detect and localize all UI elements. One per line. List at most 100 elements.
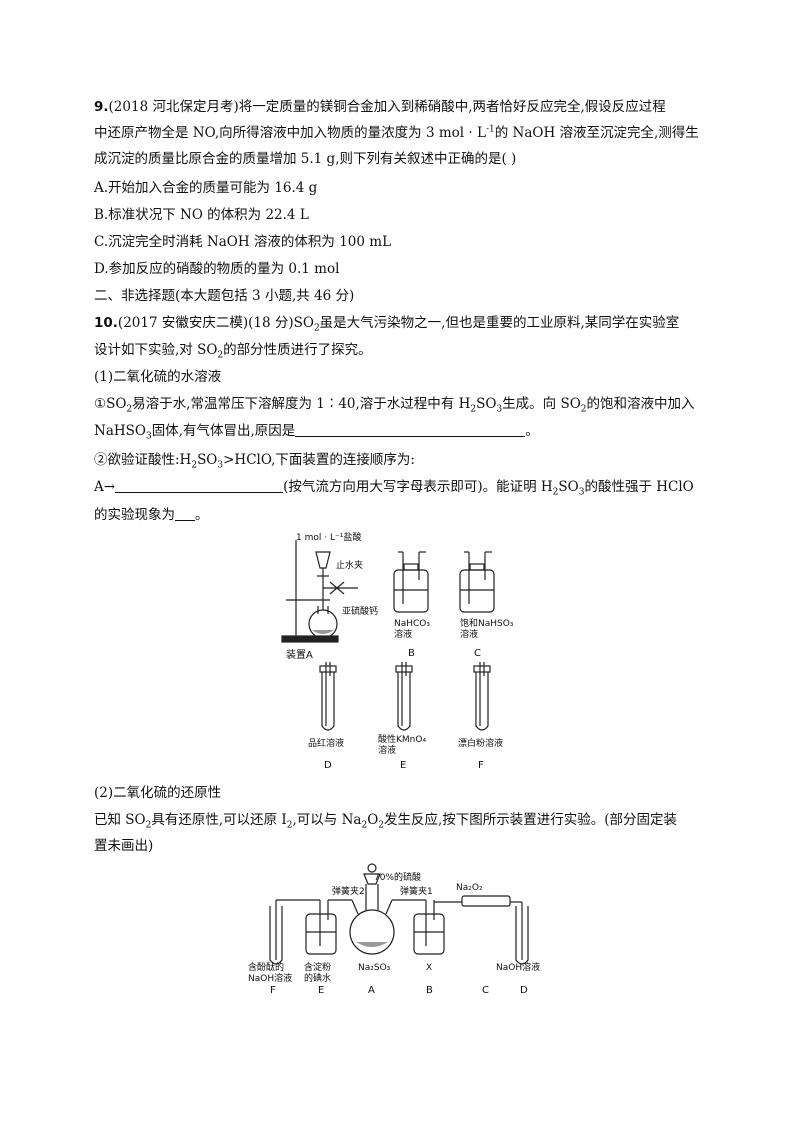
q9-option-b: B.标准状况下 NO 的体积为 22.4 L: [94, 207, 309, 223]
q10-text-2a: 设计如下实验,对 SO: [94, 342, 218, 358]
q10-p2-line-2: A→ (按气流方向用大写字母表示即可)。能证明 H2SO3的酸性强于 HClO: [94, 477, 694, 497]
label-c-2: C: [482, 985, 489, 996]
apparatus-figure-1: 1 mol · L⁻¹盐酸 止水夹 亚硫酸钙 装置A NaHCO₃ 溶液 B 饱…: [281, 531, 514, 771]
s13: 2: [378, 820, 384, 831]
t1: ①SO: [94, 396, 127, 412]
label-e-sol-a: 含淀粉: [304, 961, 331, 973]
q10-p1-line-2: NaHSO3固体,有气体冒出,原因是 。: [94, 421, 539, 441]
label-e-sol2: 溶液: [378, 744, 396, 756]
q9-line-2: 中还原产物全是 NO,向所得溶液中加入物质的量浓度为 3 mol · L-1的 …: [94, 123, 699, 143]
label-e-sol1: 酸性KMnO₄: [378, 733, 426, 745]
label-e: E: [400, 760, 406, 771]
t6: NaHSO: [94, 423, 146, 439]
label-e-2: E: [318, 985, 324, 996]
label-a-2: A: [368, 985, 375, 996]
label-a-sol: Na₂SO₃: [358, 963, 391, 973]
s2: 2: [470, 404, 477, 415]
label-d: D: [324, 760, 332, 771]
t3: SO: [476, 396, 497, 412]
t11: >HClO,下面装置的连接顺序为:: [223, 452, 415, 468]
t19: 具有还原性,可以还原 I: [151, 812, 287, 828]
q9-option-c: C.沉淀完全时消耗 NaOH 溶液的体积为 100 mL: [94, 234, 392, 250]
q10-number: 10.: [94, 315, 118, 331]
q9-text-1: (2018 河北保定月考)将一定质量的镁铜合金加入到稀硝酸中,两者恰好反应完全,…: [108, 99, 666, 115]
t16: 的实验现象为: [94, 507, 175, 523]
s7: 3: [217, 460, 224, 471]
label-f-2: F: [270, 985, 276, 996]
q10-line-1: 10.(2017 安徽安庆二模)(18 分)SO2虽是大气污染物之一,但也是重要…: [94, 313, 679, 333]
q10-text-1b: 虽是大气污染物之一,但也是重要的工业原料,某同学在实验室: [319, 315, 680, 331]
label-na2o2: Na₂O₂: [456, 883, 483, 893]
label-clip-2: 弹簧夹2: [332, 885, 365, 897]
q10-p2-line-3: 的实验现象为 。: [94, 505, 209, 525]
t8: 。: [525, 423, 539, 439]
t12: A→: [94, 479, 116, 495]
q10-sub-1: 2: [313, 323, 320, 334]
label-e-sol-b: 的碘水: [304, 972, 331, 984]
t20: ,可以与 Na: [292, 812, 362, 828]
label-solid: 亚硫酸钙: [342, 605, 378, 617]
t13: (按气流方向用大写字母表示即可)。能证明 H: [283, 479, 553, 495]
t22: 发生反应,按下图所示装置进行实验。(部分固定装: [384, 812, 678, 828]
t9: ②欲验证酸性:H: [94, 452, 192, 468]
t10: SO: [197, 452, 218, 468]
q10-p3-line-1: 已知 SO2具有还原性,可以还原 I2,可以与 Na2O2发生反应,按下图所示装…: [94, 810, 677, 830]
label-acid-2: 70%的硫酸: [374, 871, 421, 883]
q10-line-2: 设计如下实验,对 SO2的部分性质进行了探究。: [94, 340, 372, 360]
q9-option-a: A.开始加入合金的质量可能为 16.4 g: [94, 180, 318, 196]
label-acid: 1 mol · L⁻¹盐酸: [296, 531, 361, 543]
q10-sub-2: 2: [217, 350, 224, 361]
label-c-sol2: 溶液: [460, 628, 478, 640]
t21: O: [367, 812, 379, 828]
q10-text-1a: (2017 安徽安庆二模)(18 分)SO: [117, 315, 314, 331]
label-c-sol1: 饱和NaHSO₃: [460, 617, 514, 629]
label-device-a: 装置A: [286, 648, 313, 661]
apparatus-figure-2: 70%的硫酸 弹簧夹2 弹簧夹1 Na₂O₂ 含酚酞的 NaOH溶液 含淀粉 的…: [248, 863, 540, 996]
s9: 3: [578, 487, 585, 498]
answer-blank-1[interactable]: [295, 422, 526, 437]
label-d-sol-2: NaOH溶液: [496, 961, 540, 973]
q10-part2-title: (2)二氧化硫的还原性: [94, 785, 222, 801]
s8: 2: [552, 487, 559, 498]
s3: 3: [496, 404, 503, 415]
t17: 。: [195, 507, 209, 523]
label-f-sol-b: NaOH溶液: [248, 972, 292, 984]
label-clip-1: 弹簧夹1: [400, 885, 433, 897]
t15: 的酸性强于 HClO: [584, 479, 694, 495]
label-d-2: D: [520, 985, 528, 996]
q10-text-2b: 的部分性质进行了探究。: [223, 342, 372, 358]
label-clamp: 止水夹: [336, 559, 363, 571]
q9-line-1: 9.(2018 河北保定月考)将一定质量的镁铜合金加入到稀硝酸中,两者恰好反应完…: [94, 97, 666, 117]
label-f-sol-a: 含酚酞的: [248, 961, 284, 973]
t2: 易溶于水,常温常压下溶解度为 1∶40,溶于水过程中有 H: [132, 396, 471, 412]
t5: 的饱和溶液中加入: [586, 396, 695, 412]
q10-part1-title: (1)二氧化硫的水溶液: [94, 369, 222, 385]
s5: 3: [145, 431, 152, 442]
s1: 2: [126, 404, 133, 415]
s11: 2: [286, 820, 293, 831]
label-b-2: B: [426, 985, 433, 996]
q9-sup: -1: [485, 124, 495, 135]
label-b-sol1: NaHCO₃: [394, 619, 430, 629]
t18: 已知 SO: [94, 812, 146, 828]
label-b-sol2: 溶液: [394, 628, 412, 640]
s4: 2: [580, 404, 587, 415]
t7: 固体,有气体冒出,原因是: [151, 423, 296, 439]
q9-text-2a: 中还原产物全是 NO,向所得溶液中加入物质的量浓度为 3 mol · L: [94, 125, 486, 141]
s10: 2: [145, 820, 152, 831]
q9-number: 9.: [94, 99, 109, 115]
answer-blank-3[interactable]: [175, 506, 195, 521]
label-f: F: [478, 760, 484, 771]
q10-p3-line-2: 置未画出): [94, 838, 154, 854]
label-f-sol: 漂白粉溶液: [458, 737, 503, 749]
t4: 生成。向 SO: [502, 396, 581, 412]
label-b: B: [408, 648, 415, 659]
q9-line-3: 成沉淀的质量比原合金的质量增加 5.1 g,则下列有关叙述中正确的是( ): [94, 151, 517, 167]
label-b-sol: X: [426, 963, 432, 973]
label-d-sol: 品红溶液: [308, 737, 344, 749]
s12: 2: [361, 820, 368, 831]
answer-blank-2[interactable]: [115, 478, 284, 493]
t14: SO: [558, 479, 579, 495]
q9-text-2b: 的 NaOH 溶液至沉淀完全,测得生: [494, 125, 699, 141]
